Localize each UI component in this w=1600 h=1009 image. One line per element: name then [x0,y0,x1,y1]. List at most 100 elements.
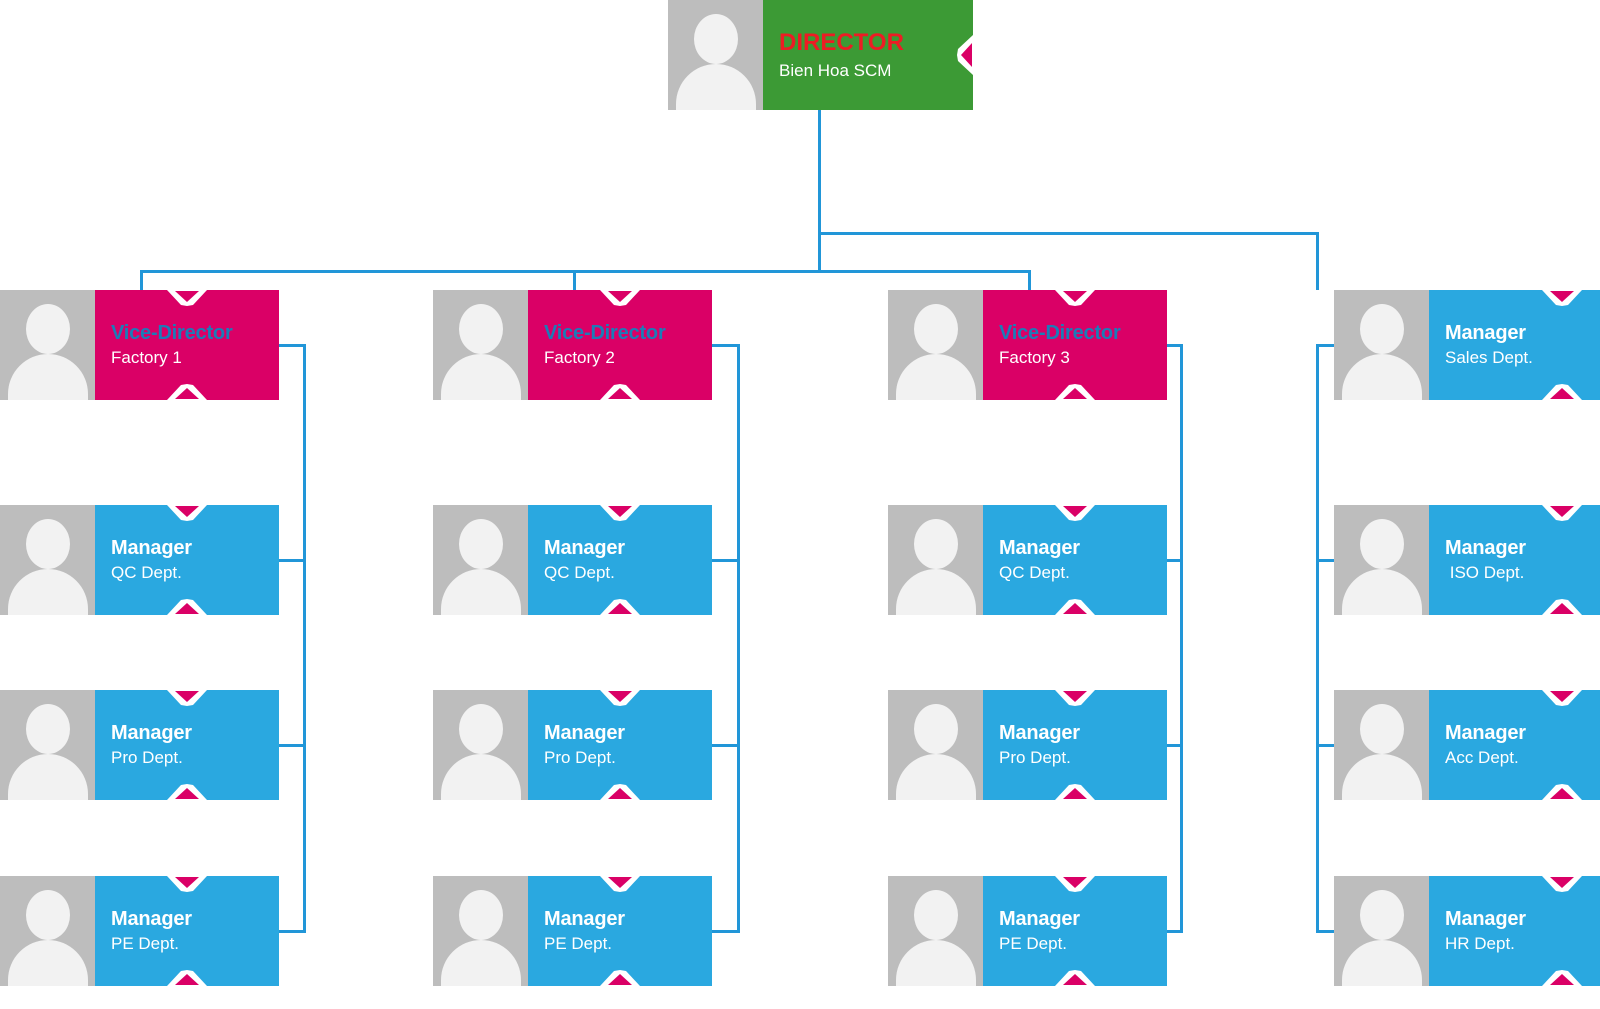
avatar-body-icon [1341,754,1422,800]
connector-stub-col4-row2 [1316,744,1334,747]
node-title: Manager [1445,907,1526,930]
marker-top-icon [600,690,640,706]
marker-bottom-icon [1055,599,1095,615]
marker-bottom-icon [1055,384,1095,400]
marker-bottom-icon [167,784,207,800]
avatar [888,505,983,615]
connector-stub-head-col2 [712,344,740,347]
connector-stub-head-col3 [1167,344,1183,347]
connector-stub-col4-row3 [1316,930,1334,933]
marker-bottom-icon [167,599,207,615]
connector-spine-col2 [737,344,740,930]
avatar [668,0,763,110]
marker-top-icon [167,690,207,706]
marker-top-icon [1542,690,1582,706]
avatar [1334,505,1429,615]
node-title: Manager [544,907,625,930]
node-staff-departments-child-3[interactable]: Manager HR Dept. [1334,876,1600,986]
marker-bottom-icon [1542,784,1582,800]
node-subtitle: ISO Dept. [1445,563,1525,583]
marker-top-icon [1055,690,1095,706]
marker-top-icon [600,290,640,306]
node-subtitle: QC Dept. [999,563,1070,583]
connector-spine-col1 [303,344,306,930]
avatar-head-icon [458,704,503,754]
connector-vicedirector-bus [140,270,1031,273]
node-subtitle: Pro Dept. [999,748,1071,768]
avatar-head-icon [1359,890,1404,940]
avatar [0,505,95,615]
connector-drop-2 [573,270,576,290]
avatar-head-icon [458,519,503,569]
avatar [433,876,528,986]
avatar-head-icon [1359,304,1404,354]
avatar-head-icon [1359,704,1404,754]
marker-bottom-icon [1542,970,1582,986]
avatar-head-icon [458,304,503,354]
node-subtitle: HR Dept. [1445,934,1515,954]
connector-drop-1 [140,270,143,290]
avatar-body-icon [440,354,521,400]
avatar-body-icon [440,569,521,615]
marker-top-icon [600,505,640,521]
marker-top-icon [1542,505,1582,521]
marker-top-icon [167,505,207,521]
avatar [0,690,95,800]
node-subtitle: QC Dept. [544,563,615,583]
avatar [888,690,983,800]
avatar-head-icon [25,890,70,940]
avatar-head-icon [25,519,70,569]
marker-bottom-icon [600,784,640,800]
connector-spine-col3 [1180,344,1183,930]
avatar-body-icon [1341,354,1422,400]
connector-bus-right [818,232,1319,235]
node-subtitle: Factory 1 [111,348,182,368]
connector-col4-spine-top [1316,232,1319,290]
avatar-head-icon [458,890,503,940]
marker-bottom-icon [1542,384,1582,400]
connector-stub-col3-row3 [1167,930,1183,933]
marker-bottom-icon [167,384,207,400]
node-subtitle: Factory 2 [544,348,615,368]
avatar [888,290,983,400]
avatar-body-icon [7,569,88,615]
connector-stub-col3-row2 [1167,744,1183,747]
avatar-body-icon [7,354,88,400]
avatar [433,290,528,400]
connector-stub-col1-row1 [279,559,306,562]
marker-bottom-icon [1055,970,1095,986]
avatar-head-icon [913,890,958,940]
connector-stub-col2-row3 [712,930,740,933]
node-subtitle: PE Dept. [111,934,180,954]
marker-top-icon [167,290,207,306]
marker-bottom-icon [1542,599,1582,615]
node-title: Manager [544,721,625,744]
connector-stub-col1-row2 [279,744,306,747]
marker-bottom-icon [167,970,207,986]
node-staff-departments-child-1[interactable]: Manager ISO Dept. [1334,505,1600,615]
avatar [1334,876,1429,986]
